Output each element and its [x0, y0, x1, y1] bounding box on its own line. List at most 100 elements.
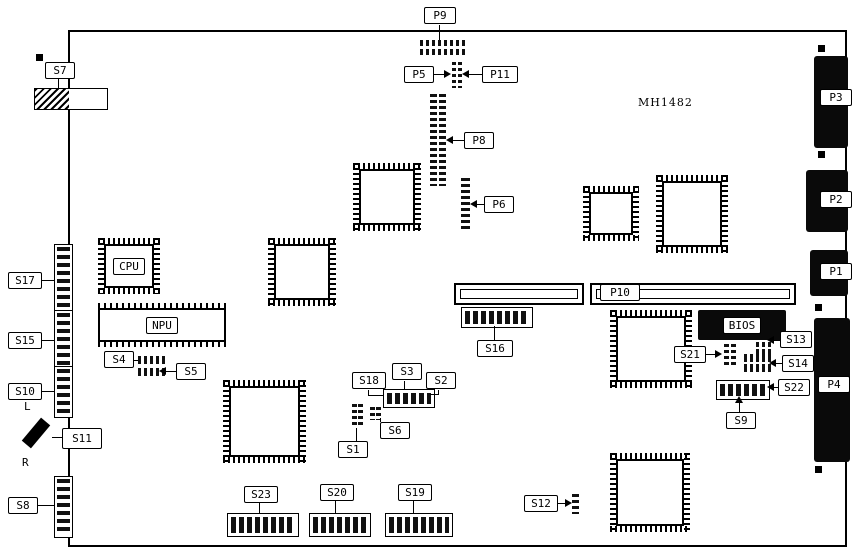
callout-s18: S18 — [352, 372, 386, 389]
chip-cpu: CPU — [98, 238, 160, 294]
dip-pins — [98, 303, 226, 308]
arrow-icon — [446, 136, 453, 144]
leader-line — [556, 503, 566, 504]
leader-line — [739, 403, 740, 413]
callout-p8: P8 — [464, 132, 494, 149]
callout-s15: S15 — [8, 332, 42, 349]
leader-line — [356, 428, 357, 441]
arrow-icon — [444, 70, 451, 78]
jumper-s1 — [352, 404, 363, 428]
leader-line — [335, 501, 336, 513]
leader-line — [166, 371, 176, 372]
dip-switch-s2-s3-s18 — [383, 389, 435, 408]
callout-p5: P5 — [404, 66, 434, 83]
leader-line — [368, 390, 369, 396]
leader-line — [36, 505, 54, 506]
callout-p3: P3 — [820, 89, 852, 106]
leader-line — [439, 25, 440, 40]
dip-switch-s20 — [309, 513, 371, 537]
arrow-icon — [769, 359, 776, 367]
jumper-p5-p11 — [452, 62, 462, 88]
arrow-icon — [767, 383, 774, 391]
connector-s8 — [54, 476, 73, 538]
callout-s6: S6 — [380, 422, 410, 439]
chip-qfp — [583, 186, 639, 241]
mounting-hole — [818, 151, 825, 158]
callout-p6: P6 — [484, 196, 514, 213]
callout-p2: P2 — [820, 191, 852, 208]
leader-line — [704, 354, 716, 355]
jumper-s5 — [138, 368, 166, 376]
leader-line — [438, 390, 439, 395]
leader-line — [494, 326, 495, 340]
callout-s17: S17 — [8, 272, 42, 289]
pin-header-p8 — [430, 94, 446, 186]
arrow-icon — [735, 396, 743, 403]
callout-p10: P10 — [600, 284, 640, 301]
chip-qfp — [223, 380, 306, 463]
leader-line — [40, 391, 54, 392]
callout-s14: S14 — [782, 355, 814, 372]
leader-line — [52, 437, 62, 438]
leader-line — [774, 340, 780, 341]
slot-left — [454, 283, 584, 305]
leader-line — [259, 503, 260, 513]
callout-s19: S19 — [398, 484, 432, 501]
leader-line — [774, 387, 778, 388]
chip-qfp — [353, 163, 421, 231]
jumper-s6 — [370, 407, 381, 420]
pin-header-p6 — [461, 178, 470, 232]
chip-qfp — [656, 175, 728, 253]
jumper-s14 — [744, 354, 774, 372]
callout-s5: S5 — [176, 363, 206, 380]
connector-s15 — [54, 310, 73, 374]
arrow-icon — [462, 70, 469, 78]
callout-s13: S13 — [780, 331, 812, 348]
switch-s11-lever — [21, 417, 51, 449]
cpu-label: CPU — [113, 257, 145, 275]
chip-bios: BIOS — [698, 310, 786, 340]
callout-s12: S12 — [524, 495, 558, 512]
npu-label: NPU — [146, 316, 178, 334]
mounting-hole — [815, 304, 822, 311]
dip-switch-s16 — [461, 307, 533, 328]
leader-line — [776, 363, 782, 364]
callout-p11: P11 — [482, 66, 518, 83]
chip-qfp — [610, 310, 692, 388]
jumper-s12 — [572, 494, 579, 514]
mounting-hole — [815, 466, 822, 473]
dip-switch-s23 — [227, 513, 299, 537]
bios-label: BIOS — [722, 316, 762, 334]
orientation-left-label: L — [24, 400, 31, 413]
board-marking: MH1482 — [638, 96, 693, 109]
orientation-right-label: R — [22, 456, 29, 469]
dip-pins — [98, 342, 226, 347]
jumper-s4 — [138, 356, 166, 364]
callout-s21: S21 — [674, 346, 706, 363]
callout-s7: S7 — [45, 62, 75, 79]
leader-line — [432, 74, 445, 75]
connector-s10 — [54, 366, 73, 418]
chip-npu: NPU — [98, 303, 226, 347]
connector-s17 — [54, 244, 73, 318]
dip-switch-s9-s22 — [716, 380, 770, 400]
callout-s11: S11 — [62, 428, 102, 449]
leader-line — [404, 381, 405, 389]
mounting-hole — [818, 45, 825, 52]
arrow-icon — [159, 367, 166, 375]
jumper-s13 — [756, 342, 774, 354]
connector-s7 — [34, 88, 108, 110]
leader-line — [132, 360, 138, 361]
jumper-s21 — [724, 344, 736, 368]
callout-p9: P9 — [424, 7, 456, 24]
arrow-icon — [470, 200, 477, 208]
leader-line — [58, 79, 59, 88]
callout-s8: S8 — [8, 497, 38, 514]
callout-s10: S10 — [8, 383, 42, 400]
pin-header-p9 — [420, 40, 468, 55]
callout-s1: S1 — [338, 441, 368, 458]
arrow-icon — [767, 336, 774, 344]
dip-switch-s19 — [385, 513, 453, 537]
leader-line — [413, 501, 414, 513]
